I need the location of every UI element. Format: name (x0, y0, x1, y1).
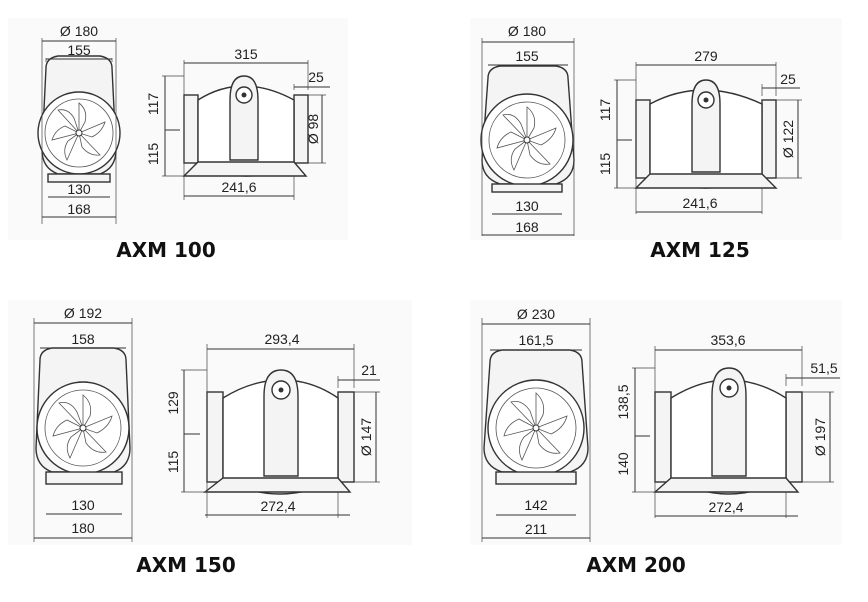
side-length: 315 (234, 46, 258, 62)
front-diameter: Ø 230 (517, 306, 555, 322)
front-top-width: 155 (515, 48, 539, 64)
side-base-length: 241,6 (221, 179, 256, 195)
side-length: 353,6 (710, 332, 745, 348)
diagram-axm-150: Ø 192 158 130 180 2 (33, 305, 380, 577)
front-base-inner: 130 (67, 181, 91, 197)
side-view: 315 25 117 115 Ø 98 241,6 (145, 46, 330, 200)
front-base-outer: 180 (71, 520, 95, 536)
side-height-top: 129 (165, 391, 181, 415)
front-base-outer: 211 (525, 521, 548, 537)
front-base-inner: 142 (524, 497, 548, 513)
side-view: 353,6 51,5 138,5 140 Ø 197 272,4 (615, 332, 840, 518)
front-diameter: Ø 180 (508, 23, 546, 39)
side-length: 293,4 (264, 331, 299, 347)
diagram-axm-125: Ø 180 155 130 168 2 (480, 23, 802, 262)
side-base-length: 272,4 (260, 498, 295, 514)
front-base-outer: 168 (67, 201, 91, 217)
diagram-axm-100: Ø 180 155 130 168 (37, 23, 330, 262)
side-view: 279 25 117 115 Ø 122 241,6 (597, 48, 802, 214)
side-length: 279 (694, 48, 718, 64)
side-duct: 25 (780, 71, 796, 87)
side-duct: 51,5 (810, 360, 837, 376)
side-duct: 25 (308, 69, 324, 85)
model-label: AXM 125 (650, 238, 750, 262)
side-height-bottom: 140 (615, 452, 631, 476)
model-label: AXM 150 (136, 553, 236, 577)
front-view: Ø 180 155 130 168 (480, 23, 575, 236)
front-view: Ø 230 161,5 142 211 (481, 306, 591, 542)
side-height-top: 117 (145, 93, 161, 116)
front-top-width: 155 (67, 42, 91, 58)
side-base-length: 241,6 (682, 195, 717, 211)
model-label: AXM 100 (116, 238, 216, 262)
front-base-outer: 168 (515, 219, 539, 235)
side-view: 293,4 21 129 115 Ø 147 272,4 (165, 331, 380, 518)
side-duct: 21 (361, 362, 377, 378)
side-height-bottom: 115 (597, 153, 613, 176)
side-base-length: 272,4 (708, 499, 743, 515)
side-outlet-diameter: Ø 147 (358, 418, 374, 456)
front-diameter: Ø 180 (60, 23, 98, 39)
front-diameter: Ø 192 (64, 305, 102, 321)
side-outlet-diameter: Ø 98 (305, 114, 321, 145)
front-top-width: 161,5 (518, 332, 553, 348)
front-top-width: 158 (71, 331, 95, 347)
front-base-inner: 130 (71, 497, 95, 513)
model-label: AXM 200 (586, 553, 686, 577)
side-outlet-diameter: Ø 122 (780, 120, 796, 158)
front-view: Ø 192 158 130 180 (33, 305, 133, 542)
front-view: Ø 180 155 130 168 (37, 23, 121, 224)
side-height-top: 117 (597, 99, 613, 122)
side-height-bottom: 115 (165, 451, 181, 474)
side-height-top: 138,5 (615, 384, 631, 419)
side-outlet-diameter: Ø 197 (812, 418, 828, 456)
side-height-bottom: 115 (145, 143, 161, 166)
front-base-inner: 130 (515, 198, 539, 214)
diagram-axm-200: Ø 230 161,5 142 211 (481, 306, 840, 577)
